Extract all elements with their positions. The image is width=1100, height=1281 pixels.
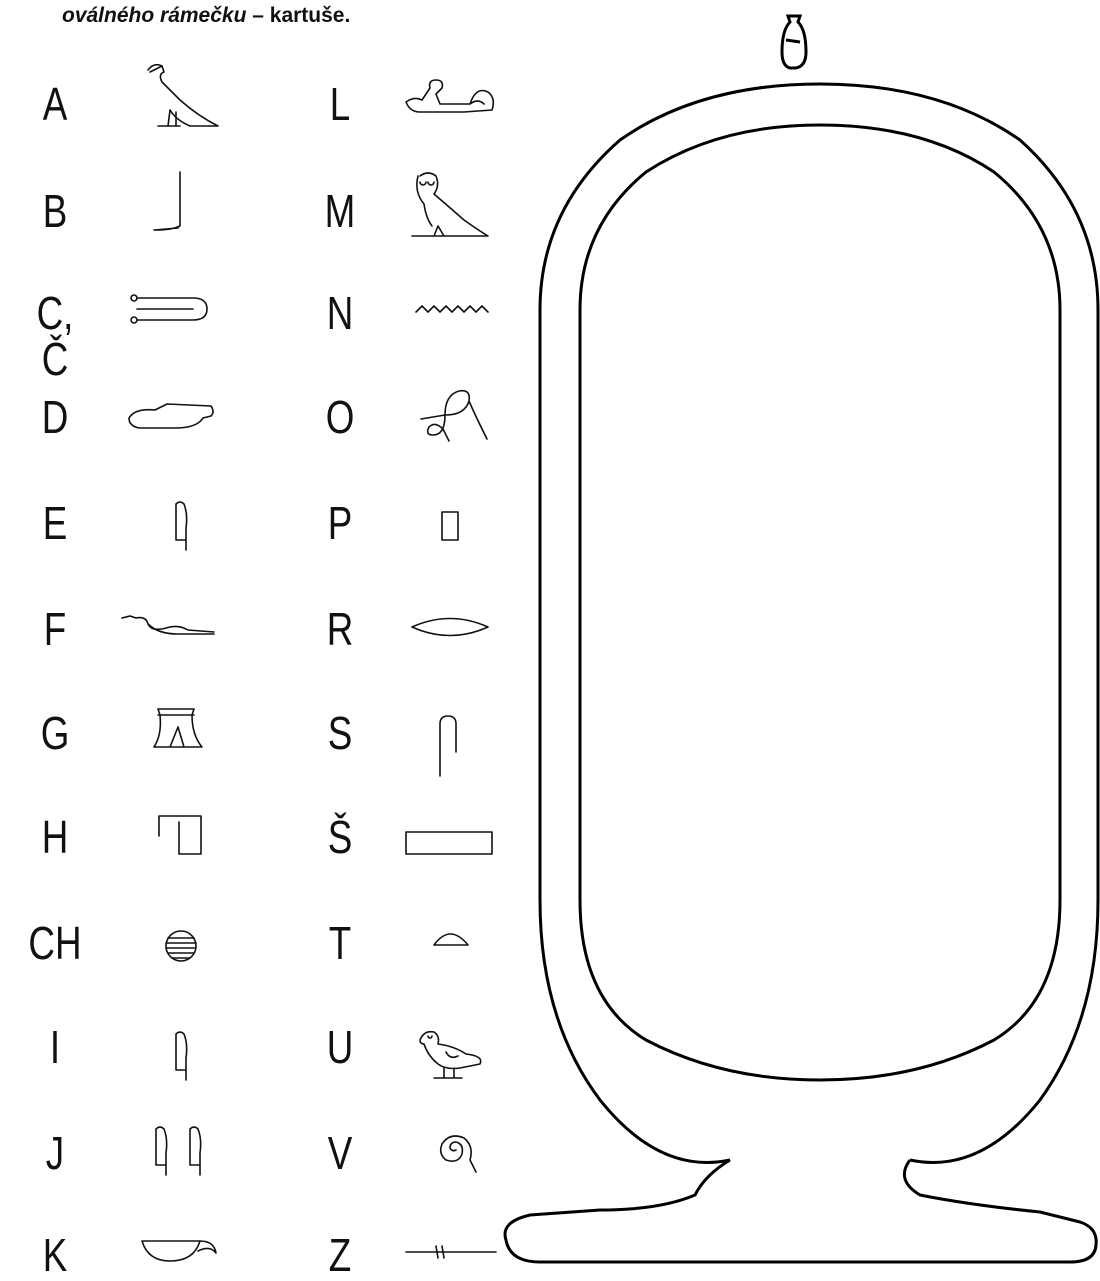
cartouche-base (505, 1160, 1096, 1262)
cartouche-inner-ring (580, 125, 1060, 1080)
cartouche-outer-ring (540, 84, 1098, 1163)
hand-jar-icon (782, 16, 806, 68)
